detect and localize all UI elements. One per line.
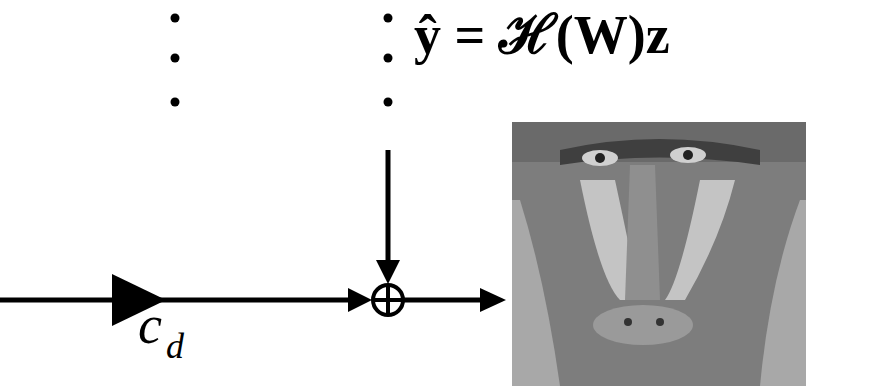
vertical-wire	[386, 150, 391, 264]
output-wire	[403, 298, 484, 303]
arrow-head	[376, 260, 400, 284]
arrow-head	[348, 288, 372, 312]
baboon-image	[512, 122, 806, 386]
arrow-head	[480, 288, 506, 312]
input-wire	[0, 298, 352, 303]
equation-label: ŷ = ℋ(W)z	[414, 8, 670, 62]
gain-symbol: c	[138, 298, 162, 352]
continuation-dots	[171, 14, 393, 107]
gain-subscript: d	[166, 328, 184, 364]
summing-junction	[373, 285, 403, 315]
